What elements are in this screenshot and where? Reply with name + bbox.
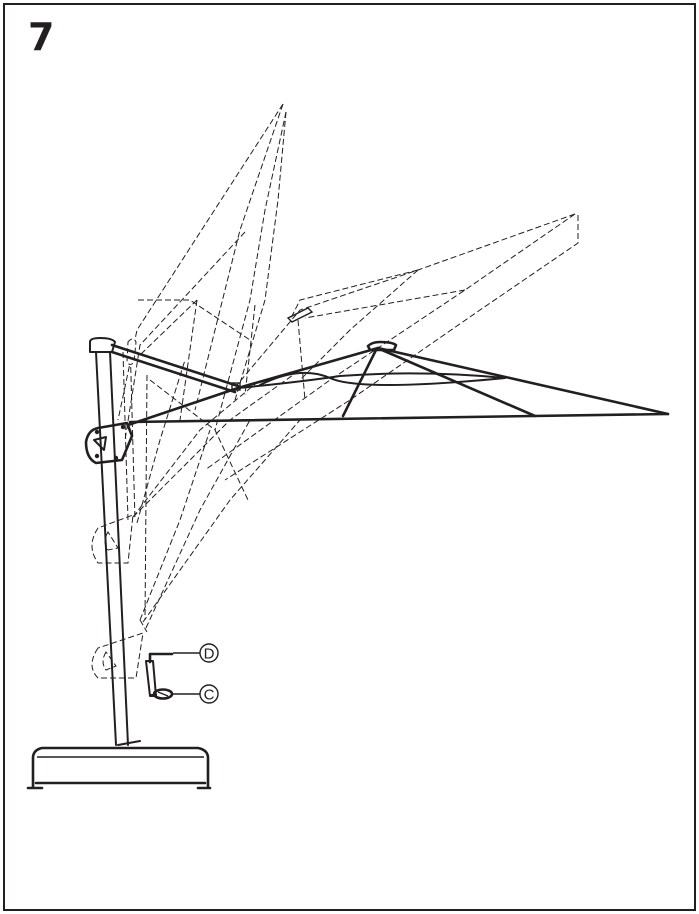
callout-C: C (172, 684, 219, 704)
callout-label-c: C (204, 687, 215, 704)
page-frame (3, 3, 696, 911)
step-number: 7 (28, 15, 55, 59)
ghost-positions (117, 103, 579, 629)
crank-assembly (145, 652, 174, 700)
umbrella-arm-canopy (110, 340, 670, 427)
callout-label-d: D (204, 646, 215, 663)
umbrella-pole (89, 337, 129, 746)
umbrella-base (26, 740, 212, 790)
tilt-bracket (84, 421, 134, 465)
callout-D: D (173, 643, 219, 663)
